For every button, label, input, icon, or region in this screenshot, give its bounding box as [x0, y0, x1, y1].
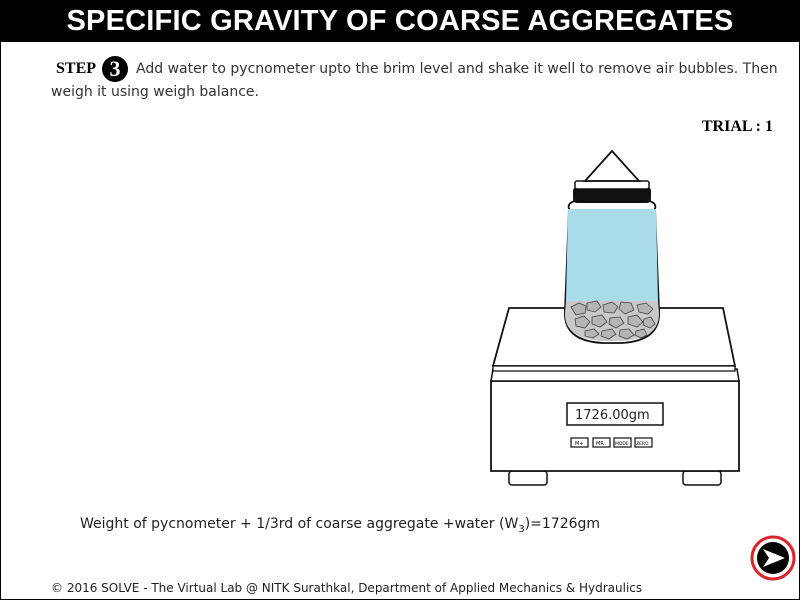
result-value: )=1726gm: [524, 516, 601, 532]
trial-label: TRIAL : 1: [701, 118, 773, 135]
balance-pan-edge: [492, 365, 736, 372]
pycnometer: [564, 149, 660, 344]
balance-key-mplus[interactable]: [570, 437, 589, 448]
balance-key-mr-label: MR: [596, 441, 604, 447]
step-text: Add water to pycnometer upto the brim le…: [51, 61, 778, 100]
balance-foot-left: [508, 470, 548, 486]
aggregate-stones: [570, 300, 656, 340]
next-button[interactable]: [749, 535, 797, 581]
balance-keys: M+ MR MODE ZERO: [570, 437, 653, 448]
page-title: SPECIFIC GRAVITY OF COARSE AGGREGATES: [1, 1, 799, 42]
jar-cap-band: [573, 187, 651, 203]
balance-display: [566, 402, 664, 426]
step-number-badge: 3: [102, 56, 129, 82]
balance-key-mplus-label: M+: [575, 441, 584, 447]
result-subscript: 3: [518, 523, 525, 535]
balance-key-mode[interactable]: [613, 437, 632, 448]
balance-key-zero[interactable]: [634, 437, 653, 448]
balance-key-mr[interactable]: [592, 437, 611, 448]
weighing-scene: 1726.00gm M+ MR MODE ZERO: [490, 149, 740, 486]
arrow-right-circle-icon: [763, 549, 785, 567]
step-label: STEP: [56, 60, 97, 77]
balance-foot-right: [682, 470, 722, 486]
balance-key-mode-label: MODE: [615, 441, 629, 447]
footer-credit: © 2016 SOLVE - The Virtual Lab @ NITK Su…: [51, 581, 643, 595]
jar-cone: [582, 149, 642, 182]
balance-reading: 1726.00gm: [575, 408, 650, 423]
jar-water: [566, 209, 658, 301]
result-line: Weight of pycnometer + 1/3rd of coarse a…: [80, 516, 600, 535]
balance-body: [490, 380, 740, 472]
balance-key-zero-label: ZERO: [636, 441, 649, 447]
result-text: Weight of pycnometer + 1/3rd of coarse a…: [80, 516, 519, 532]
jar-cap-top: [574, 180, 650, 190]
